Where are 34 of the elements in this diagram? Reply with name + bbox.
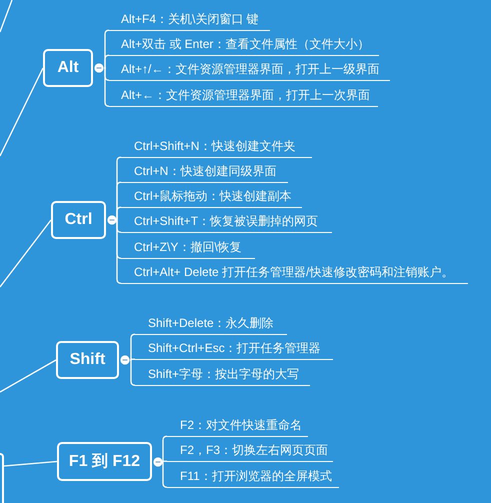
connector-line [162, 460, 167, 462]
subtopic-label: Alt+↑/←：文件资源管理器界面，打开上一级界面 [109, 60, 390, 81]
topic-box: Ctrl [51, 201, 106, 239]
connector-line [0, 359, 56, 393]
subtopic-label: Alt+←：文件资源管理器界面，打开上一次界面 [109, 86, 378, 107]
connector-line [104, 67, 110, 107]
subtopic-label: Alt+F4：关机\关闭窗口 键 [109, 10, 270, 31]
topic-box: Shift [56, 341, 119, 379]
subtopic-label: F2，F3：切换左右网页页面 [167, 441, 333, 462]
subtopic-label: Ctrl+鼠标拖动：快速创建副本 [121, 187, 302, 208]
connector-line [4, 460, 58, 467]
subtopic-label: F2：对文件快速重命名 [167, 416, 308, 437]
subtopic-label: Shift+Delete：永久删除 [135, 314, 287, 335]
connector-line [104, 54, 110, 69]
topic-box: Alt [43, 49, 93, 87]
subtopic-label: Ctrl+Shift+T：恢复被误删掉的网页 [121, 212, 332, 233]
subtopic-label: F11：打开浏览器的全屏模式 [167, 467, 339, 488]
connector-line [130, 334, 136, 361]
subtopic-label: Shift+字母：按出字母的大写 [135, 365, 310, 386]
connector-line [130, 359, 136, 386]
topic-box: F1 到 F12 [57, 442, 152, 481]
subtopic-label: Ctrl+N：快速创建同级界面 [121, 162, 288, 183]
subtopic-label: Ctrl+Alt+ Delete 打开任务管理器/快速修改密码和注销账户。 [121, 263, 468, 284]
connector-line [0, 68, 44, 156]
connector-line [116, 206, 122, 221]
subtopic-label: Ctrl+Shift+N：快速创建文件夹 [121, 137, 312, 158]
connector-line [162, 460, 168, 488]
connector-line [116, 219, 122, 284]
connector-line [162, 436, 168, 462]
topic-box [0, 453, 4, 503]
subtopic-label: Ctrl+Z\Y：撤回\恢复 [121, 238, 255, 259]
subtopic-label: Shift+Ctrl+Esc：打开任务管理器 [135, 339, 333, 360]
connector-line [0, 220, 52, 288]
subtopic-label: Alt+双击 或 Enter：查看文件属性（文件大小） [109, 35, 379, 56]
